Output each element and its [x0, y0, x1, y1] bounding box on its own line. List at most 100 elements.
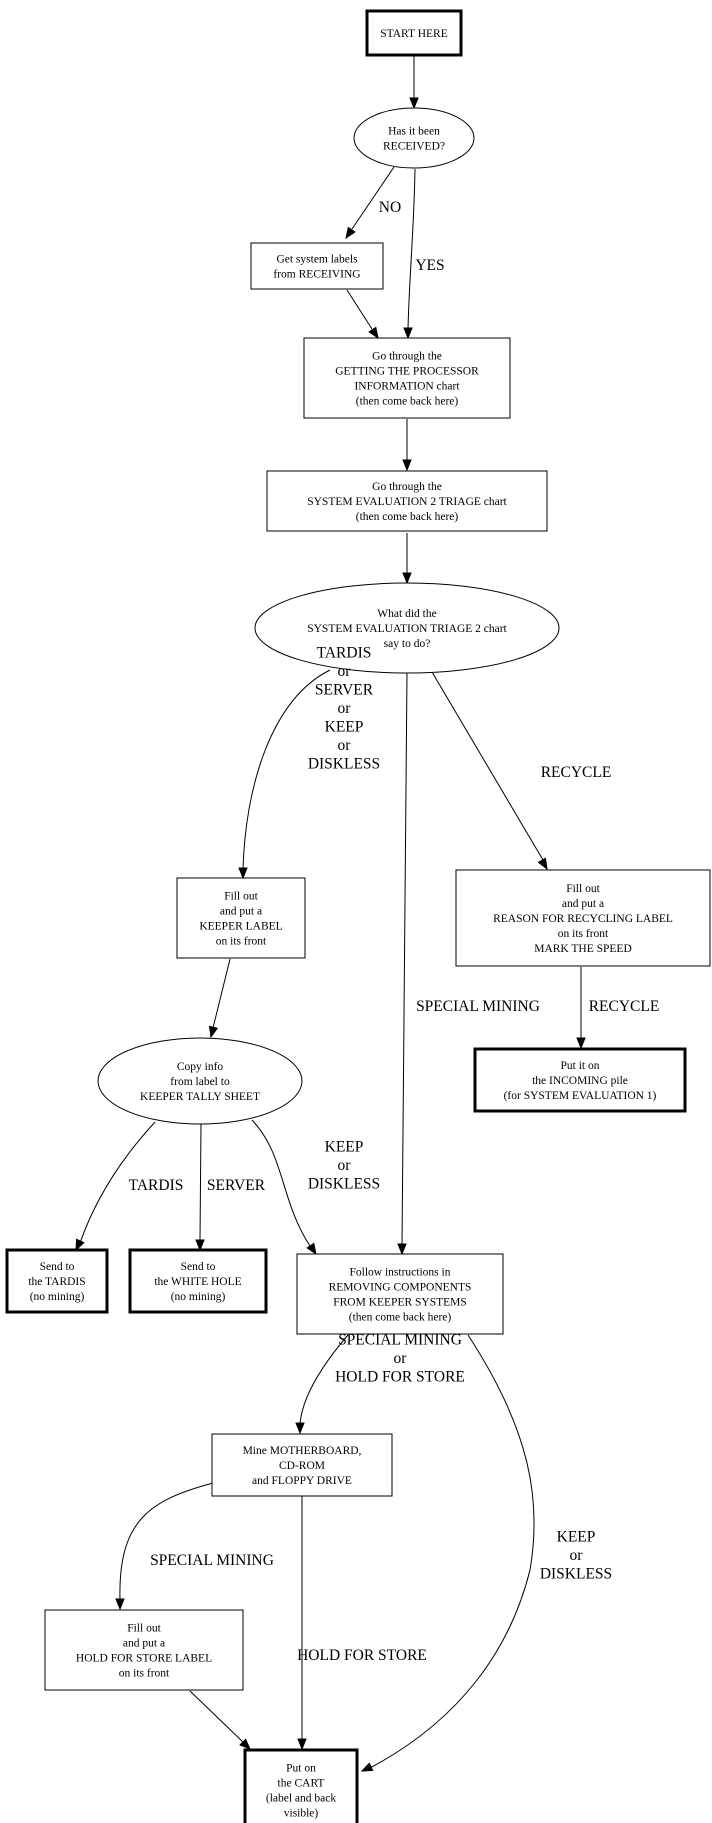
node-text-line: FROM KEEPER SYSTEMS: [333, 1297, 467, 1309]
edge-line: [346, 289, 373, 330]
edge-what_did-to-removing: [397, 672, 408, 1256]
edge-label-line: NO: [379, 199, 401, 216]
node-text-line: CD-ROM: [279, 1460, 325, 1472]
node-text-line: START HERE: [380, 28, 448, 40]
arrowhead-icon: [345, 226, 356, 240]
edge-line: [199, 1123, 202, 1241]
edge-line: [369, 1334, 535, 1769]
process-box: [5, 1248, 109, 1314]
edge-label-line: HOLD FOR STORE: [335, 1369, 465, 1386]
process-box: [211, 1433, 393, 1497]
node-text-line: Send to: [40, 1261, 75, 1273]
node-text-line: MARK THE SPEED: [534, 943, 632, 955]
node-text-line: and put a: [123, 1638, 165, 1650]
node-text-line: (then come back here): [349, 1312, 452, 1324]
edge-received-to-get_labels: [345, 166, 395, 240]
edge-line: [299, 1334, 349, 1425]
node-text-line: Put it on: [561, 1060, 600, 1072]
edge-label-line: KEEP: [557, 1529, 596, 1546]
process-box: [44, 1609, 244, 1691]
edge-label: SPECIAL MINING: [416, 998, 540, 1015]
node-text-line: Send to: [181, 1261, 216, 1273]
edge-label: HOLD FOR STORE: [297, 1647, 427, 1664]
edge-label-line: RECYCLE: [589, 998, 660, 1015]
edge-removing-to-cart: [360, 1334, 535, 1772]
edge-hold_label-to-cart: [189, 1690, 251, 1750]
arrowhead-icon: [402, 572, 412, 585]
node-text-line: KEEPER LABEL: [199, 921, 282, 933]
edge-sys_eval-to-what_did: [402, 533, 412, 585]
edge-label-line: TARDIS: [317, 645, 372, 662]
edge-label-line: DISKLESS: [308, 1176, 380, 1193]
edge-label: SPECIAL MINING: [150, 1552, 274, 1569]
arrowhead-icon: [368, 326, 379, 340]
node-text-line: and FLOPPY DRIVE: [252, 1475, 352, 1487]
node-text-line: on its front: [119, 1668, 170, 1680]
node-text-line: GETTING THE PROCESSOR: [335, 366, 479, 378]
process-box: [365, 9, 463, 57]
edge-label-line: or: [394, 1350, 408, 1367]
node-text-line: say to do?: [384, 638, 431, 650]
edge-what_did-to-keeper_label: [238, 669, 331, 880]
node-text-line: REASON FOR RECYCLING LABEL: [493, 913, 673, 925]
node-text-line: Fill out: [127, 1623, 161, 1635]
edge-line: [189, 1690, 245, 1744]
node-text-line: REMOVING COMPONENTS: [329, 1282, 472, 1294]
process-box: [473, 1047, 687, 1113]
arrowhead-icon: [402, 459, 412, 472]
edge-received-to-processor_info: [403, 168, 416, 340]
edge-label-line: SPECIAL MINING: [338, 1332, 462, 1349]
edge-recycle_label-to-incoming: [576, 967, 586, 1050]
edge-label: TARDIS: [129, 1177, 184, 1194]
edge-label-line: or: [338, 1157, 352, 1174]
edge-tally-to-removing: [251, 1119, 317, 1256]
arrowhead-icon: [397, 1243, 407, 1256]
arrowhead-icon: [195, 1239, 205, 1252]
node-text-line: RECEIVED?: [383, 141, 445, 153]
arrowhead-icon: [295, 1422, 305, 1435]
node-text-line: SYSTEM EVALUATION TRIAGE 2 chart: [307, 623, 507, 635]
edge-keeper_label-to-tally: [208, 958, 231, 1039]
arrowhead-icon: [208, 1025, 219, 1039]
edge-line: [79, 1121, 156, 1244]
edge-mine-to-hold_label: [115, 1482, 214, 1611]
edge-label-line: DISKLESS: [308, 756, 380, 773]
edge-label-line: KEEP: [325, 719, 364, 736]
node-text-line: the INCOMING pile: [532, 1075, 628, 1087]
edge-label-line: SPECIAL MINING: [416, 998, 540, 1015]
node-text-line: and put a: [562, 898, 604, 910]
node-text-line: Fill out: [566, 883, 600, 895]
arrowhead-icon: [75, 1238, 85, 1252]
edge-label: SERVER: [207, 1177, 266, 1194]
node-text-line: the CART: [278, 1778, 325, 1790]
arrowhead-icon: [115, 1598, 125, 1611]
edge-removing-to-mine: [295, 1334, 349, 1435]
node-text-line: the TARDIS: [28, 1276, 85, 1288]
edge-line: [212, 958, 231, 1029]
node-text-line: the WHITE HOLE: [154, 1276, 241, 1288]
node-white-hole: Send to the WHITE HOLE (no mining): [128, 1248, 268, 1314]
process-box: [455, 869, 711, 967]
edge-label: NO: [379, 199, 401, 216]
edge-what_did-to-recycle_label: [431, 671, 548, 871]
edge-label-line: SPECIAL MINING: [150, 1552, 274, 1569]
edge-line: [251, 1119, 311, 1247]
node-text-line: Has it been: [388, 126, 440, 138]
node-text-line: (no mining): [171, 1291, 226, 1303]
node-text-line: INFORMATION chart: [354, 381, 460, 393]
process-box: [176, 877, 306, 959]
node-text-line: Go through the: [372, 351, 442, 363]
node-text-line: (for SYSTEM EVALUATION 1): [504, 1090, 657, 1102]
